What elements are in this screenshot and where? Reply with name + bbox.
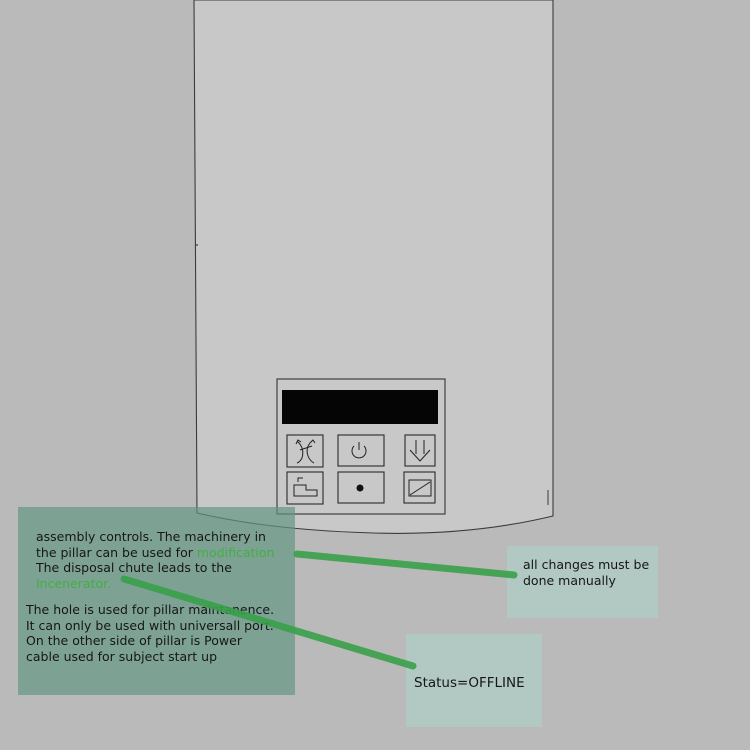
power-button[interactable] [337,434,385,467]
tray-icon [293,477,318,497]
status-text: Status=OFFLINE [414,675,525,691]
status-note: Status=OFFLINE [406,634,542,727]
pillar-mark [196,244,198,246]
slash-box-icon [408,479,432,497]
modification-highlight: modification [196,544,275,560]
annotation-line: On the other side of pillar is Power [26,633,242,648]
annotation-line: all changes must be [523,557,650,572]
annotation-line: the pillar can be used for modification [36,545,298,561]
dot-icon [356,484,364,492]
annotation-line: The hole is used for pillar maintanence. [26,602,275,617]
annotation-line: done manually [523,572,616,588]
down-arrows-button[interactable] [404,434,436,467]
crossed-arrows-icon [295,439,316,464]
annotation-changes: all changes must be done manually [507,546,658,618]
incenerator-highlight: Incenerator. [36,575,112,591]
annotation-main: assembly controls. The machinery in the … [18,507,295,695]
annotation-line: cable used for subject start up [26,648,218,664]
power-icon [351,442,367,459]
annotation-line: It can only be used with universall port… [26,617,274,633]
down-arrows-icon [409,440,431,462]
annotation-line: assembly controls. The machinery in [36,529,266,544]
annotation-paragraph-2: The hole is used for pillar maintanence.… [26,602,294,664]
annotation-text: the pillar can be used for [36,544,197,560]
control-panel [276,378,446,515]
annotation-paragraph-1: assembly controls. The machinery in the … [36,529,298,591]
slash-box-button[interactable] [403,471,436,504]
annotation-line: The disposal chute leads to the [36,560,232,575]
crossed-arrows-button[interactable] [286,434,324,468]
panel-display [282,390,438,424]
dot-button[interactable] [337,471,385,504]
tray-button[interactable] [286,471,324,505]
